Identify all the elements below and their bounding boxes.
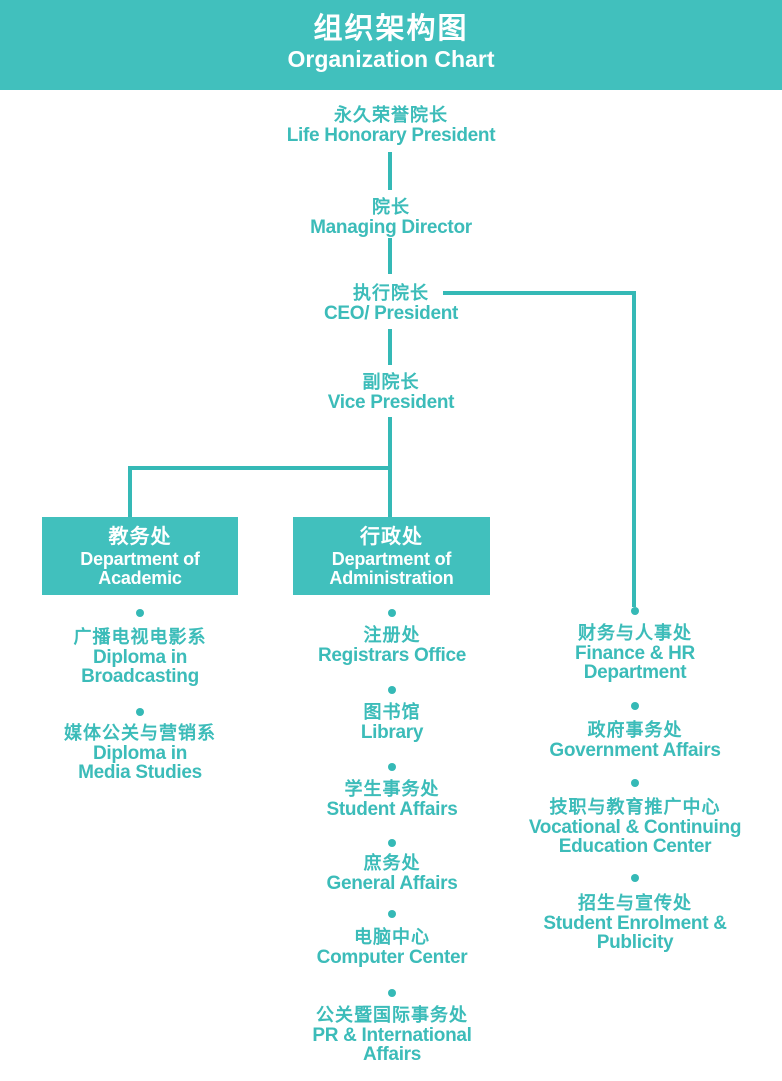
connector-finance-vertical xyxy=(632,291,636,607)
bullet-dot xyxy=(631,779,639,787)
org-node-label-en: Library xyxy=(360,722,424,743)
org-node-label-zh: 媒体公关与营销系 xyxy=(64,723,216,743)
node-managing-director: 院长 Managing Director xyxy=(0,196,782,238)
org-node-label-zh: 庶务处 xyxy=(363,853,421,873)
org-node-label-zh: 财务与人事处 xyxy=(578,623,692,643)
org-node-label-zh: 政府事务处 xyxy=(587,720,683,740)
org-node-label-en: Finance & HR xyxy=(575,643,695,664)
node-label-zh: 执行院长 xyxy=(353,283,429,303)
org-node-media-studies: 媒体公关与营销系 Diploma in Media Studies xyxy=(30,722,250,782)
org-node-label-en: Publicity xyxy=(596,932,674,953)
org-node-label-en: Vocational & Continuing xyxy=(528,817,742,838)
org-node-finance-hr: 财务与人事处 Finance & HR Department xyxy=(510,622,760,682)
node-label-en: CEO/ President xyxy=(323,303,459,324)
org-node-label-en: Education Center xyxy=(558,836,712,857)
org-node-label-en: Computer Center xyxy=(316,947,468,968)
org-node-label-en: Media Studies xyxy=(78,762,202,783)
org-node-student-affairs: 学生事务处 Student Affairs xyxy=(282,778,502,819)
node-ceo-president: 执行院长 CEO/ President xyxy=(0,282,782,324)
org-node-label-zh: 广播电视电影系 xyxy=(73,627,207,647)
org-node-general-affairs: 庶务处 General Affairs xyxy=(282,852,502,893)
org-node-label-zh: 招生与宣传处 xyxy=(578,893,692,913)
org-node-library: 图书馆 Library xyxy=(282,701,502,742)
dept-box-administration: 行政处 Department of Administration xyxy=(293,517,490,595)
org-node-label-en: General Affairs xyxy=(326,873,458,894)
bullet-dot xyxy=(388,989,396,997)
node-label-zh: 永久荣誉院长 xyxy=(334,105,448,125)
org-node-label-zh: 公关暨国际事务处 xyxy=(316,1005,468,1025)
bullet-dot xyxy=(136,609,144,617)
node-label-en: Life Honorary President xyxy=(286,125,496,146)
node-label-en: Vice President xyxy=(327,392,455,413)
org-node-label-en: Student Affairs xyxy=(326,799,458,820)
connector-branch-horizontal xyxy=(128,466,392,470)
org-node-pr-international: 公关暨国际事务处 PR & International Affairs xyxy=(282,1004,502,1064)
org-node-label-en: Department xyxy=(583,662,687,683)
dept-label-en: Department of xyxy=(80,548,200,569)
org-node-label-en: Registrars Office xyxy=(317,645,466,666)
connector-ceo-to-vice xyxy=(388,329,392,365)
org-node-registrars-office: 注册处 Registrars Office xyxy=(282,624,502,665)
org-node-label-en: Government Affairs xyxy=(549,740,721,761)
org-node-label-en: Diploma in xyxy=(92,743,188,764)
connector-honorary-to-director xyxy=(388,152,392,190)
org-node-label-zh: 学生事务处 xyxy=(344,779,440,799)
org-node-label-zh: 技职与教育推广中心 xyxy=(549,797,721,817)
bullet-dot xyxy=(388,839,396,847)
node-label-zh: 副院长 xyxy=(362,372,420,392)
org-node-label-en: Student Enrolment & xyxy=(543,913,727,934)
dept-label-en: Academic xyxy=(98,567,182,588)
org-node-label-zh: 注册处 xyxy=(363,625,421,645)
bullet-dot xyxy=(388,910,396,918)
page-title-zh: 组织架构图 xyxy=(313,13,469,45)
org-node-government-affairs: 政府事务处 Government Affairs xyxy=(510,719,760,760)
dept-label-zh: 行政处 xyxy=(360,525,423,548)
org-node-computer-center: 电脑中心 Computer Center xyxy=(282,926,502,967)
bullet-dot xyxy=(388,686,396,694)
org-node-label-zh: 电脑中心 xyxy=(354,927,430,947)
org-node-vocational-education: 技职与教育推广中心 Vocational & Continuing Educat… xyxy=(510,796,760,856)
org-node-label-zh: 图书馆 xyxy=(363,702,421,722)
bullet-dot xyxy=(388,609,396,617)
org-node-label-en: Diploma in xyxy=(92,647,188,668)
header-banner: 组织架构图 Organization Chart xyxy=(0,0,782,90)
org-node-label-en: PR & International xyxy=(312,1025,472,1046)
org-node-broadcasting: 广播电视电影系 Diploma in Broadcasting xyxy=(30,626,250,686)
node-label-en: Managing Director xyxy=(310,217,472,238)
node-label-zh: 院长 xyxy=(372,197,410,217)
dept-box-academic: 教务处 Department of Academic xyxy=(42,517,238,595)
connector-branch-to-academic xyxy=(128,470,132,517)
dept-label-en: Department of xyxy=(331,548,452,569)
dept-label-en: Administration xyxy=(329,567,454,588)
bullet-dot xyxy=(631,702,639,710)
bullet-dot xyxy=(631,874,639,882)
bullet-dot xyxy=(136,708,144,716)
connector-ceo-horizontal xyxy=(443,291,636,295)
org-node-label-en: Affairs xyxy=(362,1044,422,1065)
org-node-enrolment-publicity: 招生与宣传处 Student Enrolment & Publicity xyxy=(510,892,760,952)
connector-director-to-ceo xyxy=(388,238,392,274)
node-life-honorary-president: 永久荣誉院长 Life Honorary President xyxy=(0,104,782,146)
bullet-dot xyxy=(388,763,396,771)
bullet-dot xyxy=(631,607,639,615)
org-node-label-en: Broadcasting xyxy=(81,666,199,687)
page-title-en: Organization Chart xyxy=(287,46,495,72)
dept-label-zh: 教务处 xyxy=(108,525,172,548)
node-vice-president: 副院长 Vice President xyxy=(0,371,782,413)
